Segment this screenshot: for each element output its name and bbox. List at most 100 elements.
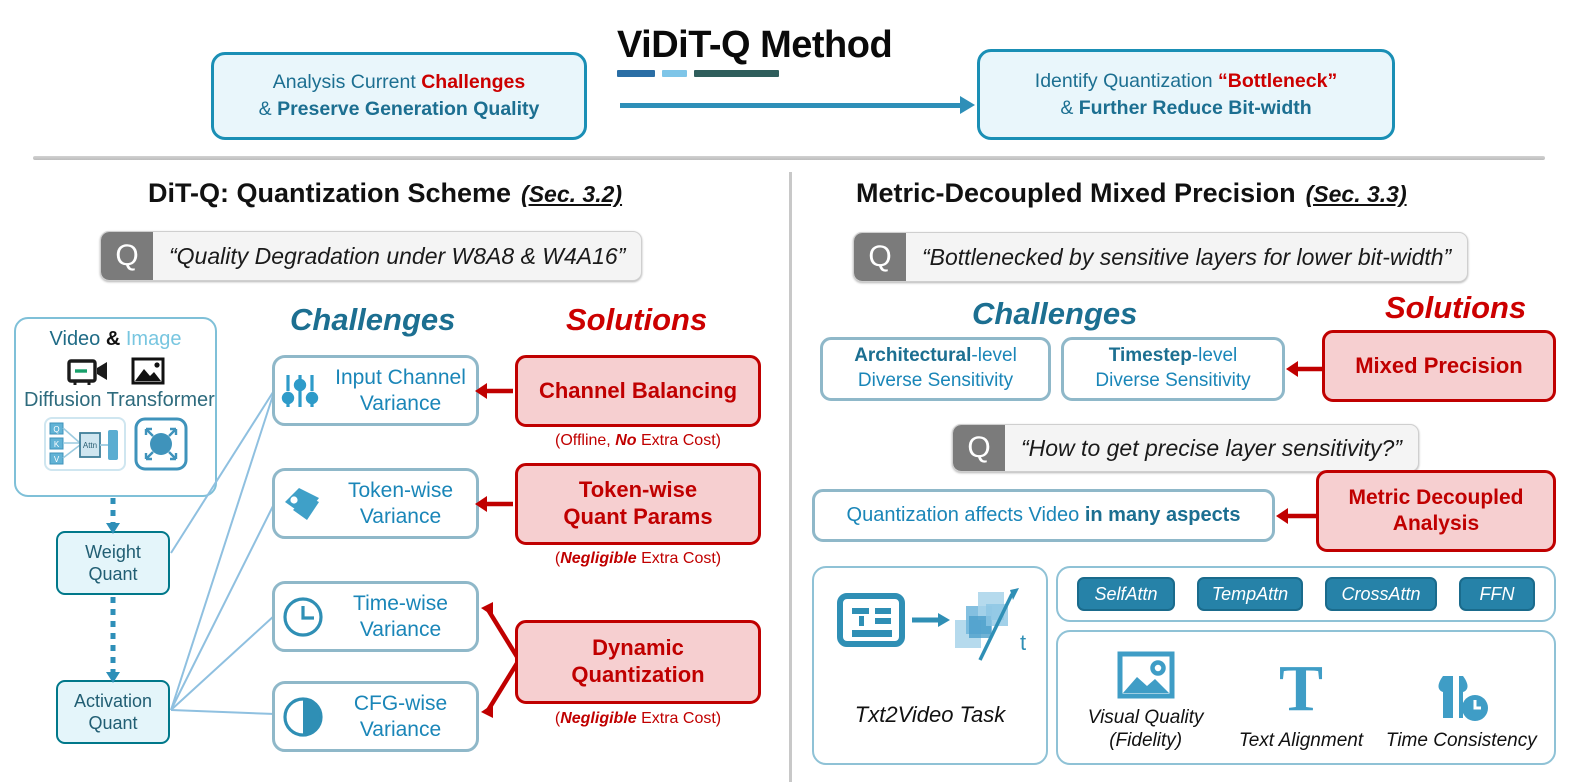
header-arrow [620, 96, 975, 114]
left-col-challenges: Challenges [290, 302, 456, 337]
dit-modality-line: Video & Image [49, 328, 182, 350]
left-col-solutions: Solutions [566, 302, 708, 337]
solution-label-metric-decoupled-2: Analysis [1392, 512, 1480, 535]
solution-label-channel-balancing: Channel Balancing [538, 377, 738, 403]
attention-diagram-icon: Q K V Attn [43, 417, 126, 471]
header-left-line2: & Preserve Generation Quality [258, 98, 540, 120]
right-col-challenges: Challenges [972, 296, 1138, 331]
metrics-card: Visual Quality (Fidelity) T Text Alignme… [1056, 630, 1556, 765]
image-icon [131, 355, 165, 387]
arrow-metric-decoupled [1276, 508, 1316, 524]
solution-note-dynamic-quantization: (Negligible Extra Cost) [554, 710, 722, 727]
txt2video-diagram-icon: t [837, 588, 1026, 661]
clock-icon [275, 595, 331, 639]
bottleneck-accent: “Bottleneck” [1218, 69, 1338, 92]
solution-label-mixed-precision: Mixed Precision [1355, 352, 1523, 378]
svg-text:V: V [53, 455, 59, 464]
metric-label-visual-quality: Visual Quality (Fidelity) [1087, 707, 1204, 752]
image-icon [1116, 649, 1176, 705]
video-camera-icon [66, 355, 109, 387]
weight-quant-line2: Quant [88, 564, 138, 584]
header-title-group: ViDiT-Q Method [617, 24, 947, 94]
right-question-pill-2: Q “How to get precise layer sensitivity?… [952, 424, 1419, 472]
layer-chip-tempattn[interactable]: TempAttn [1197, 577, 1303, 611]
solution-label-dynamic-1: Dynamic [592, 635, 684, 661]
dash-2 [662, 70, 687, 77]
metric-time-consistency: Time Consistency [1381, 670, 1541, 753]
metric-label-text-alignment: Text Alignment [1238, 730, 1364, 752]
metric-label-time-consistency: Time Consistency [1385, 730, 1537, 752]
header-left-box: Analysis Current Challenges & Preserve G… [211, 52, 587, 140]
svg-text:K: K [53, 440, 59, 449]
layer-chip-ffn[interactable]: FFN [1459, 577, 1535, 611]
solution-box-channel-balancing: Channel Balancing [515, 355, 761, 427]
activation-quant-line2: Quant [88, 713, 138, 733]
sensitivity-box-timestep: Timestep-level Diverse Sensitivity [1061, 337, 1285, 401]
right-section-header: Metric-Decoupled Mixed Precision (Sec. 3… [856, 178, 1407, 209]
left-question-text: “Quality Degradation under W8A8 & W4A16” [169, 242, 626, 269]
solution-label-token-wise-1: Token-wise [578, 477, 698, 503]
panel-divider [789, 172, 792, 782]
txt2video-caption: Txt2Video Task [854, 702, 1006, 727]
sensitivity-line1-architectural: Architectural-level [854, 345, 1017, 367]
header-divider [33, 156, 1545, 160]
layer-chip-crossattn[interactable]: CrossAttn [1325, 577, 1437, 611]
layer-chip-selfattn[interactable]: SelfAttn [1077, 577, 1175, 611]
right-section-title: Metric-Decoupled Mixed Precision [856, 178, 1296, 208]
metric-text-alignment: T Text Alignment [1226, 652, 1376, 753]
solution-box-token-wise-params: Token-wise Quant Params [515, 463, 761, 545]
sensitivity-line2-architectural: Diverse Sensitivity [857, 370, 1014, 391]
solution-label-metric-decoupled-1: Metric Decoupled [1348, 486, 1524, 510]
question-badge-icon-3: Q [953, 425, 1005, 471]
sensitivity-box-architectural: Architectural-level Diverse Sensitivity [820, 337, 1051, 401]
txt2video-card: t Txt2Video Task [812, 566, 1048, 765]
layer-chips-card: SelfAttn TempAttn CrossAttn FFN [1056, 566, 1556, 622]
question-badge-icon: Q [101, 232, 153, 280]
dit-subtitle: Diffusion Transformer [24, 389, 215, 411]
right-question-text-1: “Bottlenecked by sensitive layers for lo… [922, 243, 1452, 270]
time-consistency-icon [1429, 670, 1493, 728]
header-right-line2: & Further Reduce Bit-width [1060, 96, 1312, 119]
svg-text:Attn: Attn [82, 441, 96, 450]
header-right-line1: Identify Quantization “Bottleneck” [1034, 69, 1338, 92]
metric-visual-quality: Visual Quality (Fidelity) [1071, 649, 1221, 753]
header-right-box: Identify Quantization “Bottleneck” & Fur… [977, 49, 1395, 140]
right-question-text-2: “How to get precise layer sensitivity?” [1021, 434, 1402, 461]
right-col-solutions: Solutions [1385, 290, 1527, 325]
quantization-affects-label: Quantization affects Video in many aspec… [846, 504, 1241, 526]
dit-model-card: Video & Image D [14, 317, 217, 497]
sliders-icon [275, 371, 331, 411]
solution-box-dynamic-quantization: Dynamic Quantization [515, 620, 761, 704]
solution-label-dynamic-2: Quantization [571, 662, 705, 687]
left-section-title: DiT-Q: Quantization Scheme [148, 178, 512, 208]
text-T-icon: T [1278, 652, 1323, 726]
right-section-ref: (Sec. 3.3) [1305, 181, 1407, 207]
title-dashes [617, 70, 947, 77]
activation-quant-line1: Activation [73, 690, 153, 711]
challenges-accent: Challenges [421, 71, 526, 94]
sensitivity-line2-timestep: Diverse Sensitivity [1095, 370, 1251, 391]
solution-box-mixed-precision: Mixed Precision [1322, 330, 1556, 402]
solution-box-metric-decoupled: Metric Decoupled Analysis [1316, 470, 1556, 552]
solution-label-token-wise-2: Quant Params [563, 504, 713, 529]
contrast-icon [275, 695, 331, 739]
page-title: ViDiT-Q Method [617, 24, 893, 66]
left-question-pill: Q “Quality Degradation under W8A8 & W4A1… [100, 231, 643, 281]
solution-note-token-wise-params: (Negligible Extra Cost) [554, 550, 722, 567]
diffusion-icon [134, 417, 188, 471]
weight-quant-line1: Weight [85, 541, 141, 562]
right-question-pill-1: Q “Bottlenecked by sensitive layers for … [853, 232, 1469, 282]
weight-quant-node: Weight Quant [56, 531, 170, 595]
sensitivity-line1-timestep: Timestep-level [1108, 345, 1238, 367]
quantization-affects-box: Quantization affects Video in many aspec… [812, 489, 1275, 542]
activation-quant-node: Activation Quant [56, 680, 170, 744]
solution-note-channel-balancing: (Offline, No Extra Cost) [555, 432, 721, 449]
dash-3 [694, 70, 779, 77]
